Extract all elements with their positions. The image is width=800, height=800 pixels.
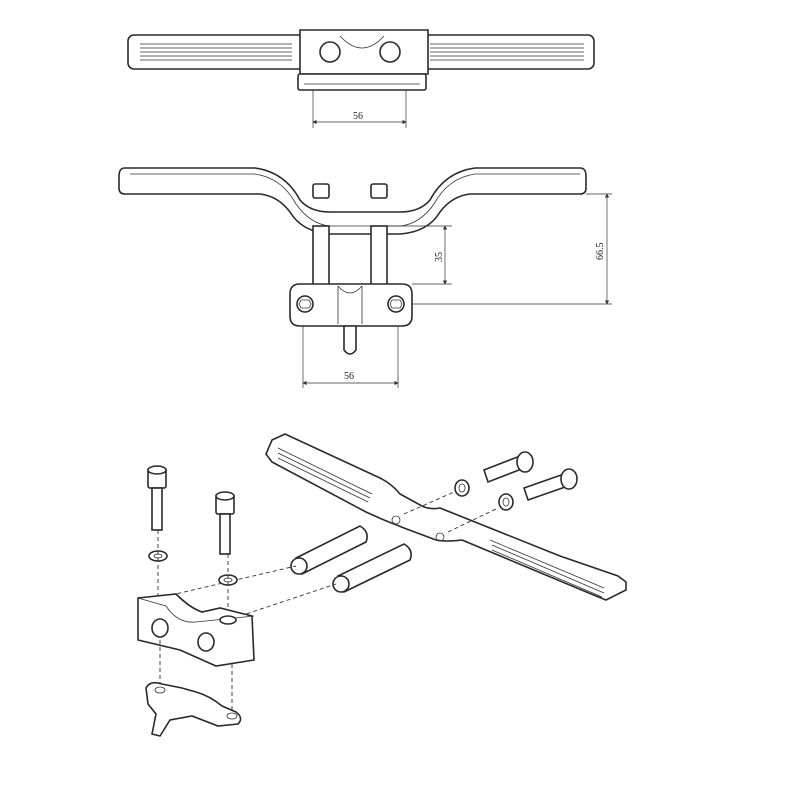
exploded-bar-grooves bbox=[277, 447, 605, 598]
side-view-bolt-head-left bbox=[312, 183, 330, 199]
dim-side-width: 56 bbox=[344, 371, 354, 382]
exploded-bar bbox=[265, 433, 627, 601]
side-view-clamp bbox=[289, 283, 413, 327]
tube-right bbox=[332, 543, 412, 594]
bolt-left-short bbox=[215, 491, 235, 555]
side-view-post-left bbox=[312, 225, 330, 289]
exploded-bottom-plate bbox=[145, 681, 242, 737]
top-view-bolt-hole-left bbox=[319, 41, 341, 63]
bolt-upper-right bbox=[483, 451, 534, 484]
dim-side-height-small: 35 bbox=[434, 252, 445, 262]
side-view: 35 66.5 56 bbox=[118, 167, 612, 388]
side-view-pin bbox=[343, 325, 357, 355]
top-view-right-grooves bbox=[430, 43, 584, 61]
dim-side-height-total: 66.5 bbox=[595, 243, 606, 261]
exploded-clamp bbox=[137, 593, 255, 667]
top-view-bolt-hole-right bbox=[379, 41, 401, 63]
dim-top-width: 56 bbox=[353, 111, 363, 122]
top-view: 56 bbox=[127, 29, 595, 128]
washer-upper-right bbox=[454, 479, 470, 497]
side-view-post-right bbox=[370, 225, 388, 289]
bolt-left-tall bbox=[147, 465, 167, 531]
side-view-bar bbox=[118, 167, 587, 235]
top-view-base-plate bbox=[297, 73, 427, 91]
side-view-bolt-head-right bbox=[370, 183, 388, 199]
exploded-view bbox=[137, 433, 627, 737]
top-view-clamp bbox=[299, 29, 429, 75]
tube-left bbox=[290, 525, 368, 576]
top-view-left-grooves bbox=[140, 43, 292, 61]
washer-lower-right bbox=[498, 493, 514, 511]
bolt-lower-right bbox=[522, 468, 578, 502]
